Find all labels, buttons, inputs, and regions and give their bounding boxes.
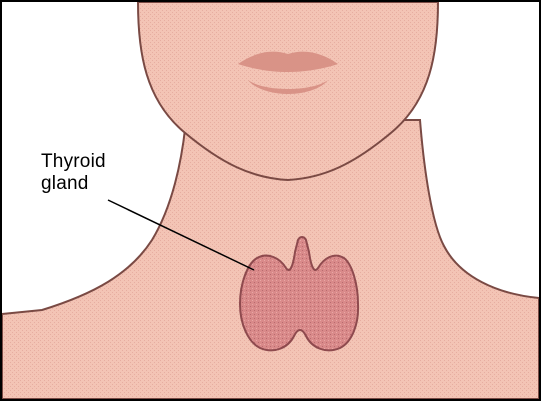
label-line-1: Thyroid bbox=[41, 151, 106, 173]
label-line-2: gland bbox=[41, 173, 106, 195]
thyroid-gland-label: Thyroid gland bbox=[41, 151, 106, 195]
